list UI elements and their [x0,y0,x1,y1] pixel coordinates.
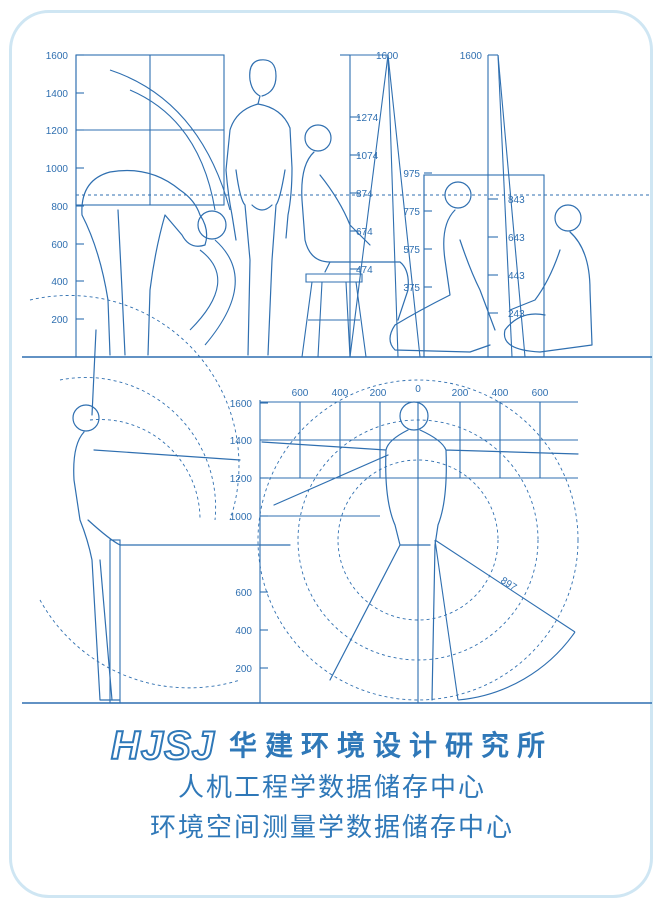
brand-row: HJSJ 华建环境设计研究所 [0,723,664,769]
tick-label: 200 [370,388,387,399]
tick-label: 800 [51,202,68,213]
tick-label: 600 [235,588,252,599]
reach-label: 897 [498,575,518,594]
brand-logo: HJSJ [110,723,216,769]
tick-label: 575 [403,245,420,256]
top-left-ticks: 1600 1400 1200 1000 800 600 400 200 [46,51,84,326]
tick-label: 400 [235,626,252,637]
tick-label: 600 [51,240,68,251]
tick-label: 600 [292,388,309,399]
stool [301,273,367,358]
tick-label: 400 [492,388,509,399]
bending-figure-leg [117,209,126,356]
bottom-left-ticks: 1600 1400 1200 1000 600 400 200 [230,399,268,675]
reach-line-b [434,539,459,701]
org-name: 华建环境设计研究所 [229,729,554,762]
tick-label: 1274 [356,113,379,124]
tick-label: 375 [403,283,420,294]
tick-label: 474 [356,265,373,276]
tick-label: 1200 [46,126,69,137]
reach-arc [204,239,236,346]
tick-label: 975 [403,169,420,180]
tick-label: 1400 [230,436,253,447]
front-figure [261,429,579,701]
footer-brand: HJSJ 华建环境设计研究所 人机工程学数据储存中心 环境空间测量学数据储存中心 [0,723,664,848]
tick-label: 1600 [460,51,483,62]
bottom-grid [260,402,578,703]
reach-arc-897 [457,631,576,701]
tick-label: 0 [415,384,421,395]
mid2-ticks: 975 775 575 375 [403,169,432,294]
kneel-box [423,174,545,358]
front-figure-head [399,401,429,431]
mid-ladder-edge [387,54,421,358]
reach-arc [109,69,231,211]
tick-label: 1000 [230,512,253,523]
tick-label: 1600 [230,399,253,410]
profile-figure [73,329,291,701]
reach-line [434,539,576,633]
kneeling-figure-head [444,181,472,209]
bending-figure [81,169,208,356]
tick-label: 1074 [356,151,379,162]
frame-card [9,10,653,898]
sitting-figure-head [304,124,332,152]
tick-label: 874 [356,189,373,200]
tick-label: 674 [356,227,373,238]
tick-label: 1200 [230,474,253,485]
reach-arc [129,89,216,211]
standing-figure [235,103,293,356]
tick-label: 200 [51,315,68,326]
floor-figure-head [554,204,582,232]
tick-label: 400 [332,388,349,399]
bending-figure-head [197,210,227,240]
bottom-top-ticks: 600 400 200 0 200 400 600 [292,384,549,399]
reach-arc [189,249,219,331]
tick-label: 400 [51,277,68,288]
tick-label: 600 [532,388,549,399]
tick-label: 1600 [376,51,399,62]
kneeling-figure [389,209,496,353]
tick-label: 1000 [46,164,69,175]
tick-label: 1600 [46,51,69,62]
sitting-figure [301,151,409,321]
profile-figure-head [72,404,100,432]
reach-arcs-left [29,295,241,689]
reach-arcs-center [257,379,579,701]
subtitle-2: 环境空间测量学数据储存中心 [149,813,514,843]
tick-label: 443 [508,271,525,282]
mid-ladder-edge [349,54,389,358]
tick-label: 200 [452,388,469,399]
standing-figure-head [225,59,277,241]
tick-label: 1400 [46,89,69,100]
floor-figure [503,231,593,353]
tick-label: 843 [508,195,525,206]
right-ticks: 843 643 443 243 1600 [460,51,525,320]
subtitle-1: 人机工程学数据储存中心 [177,773,486,803]
mid-ladder-edge [387,54,399,358]
tick-label: 200 [235,664,252,675]
right-ladder-edge [497,54,526,358]
tick-label: 243 [508,309,525,320]
tick-label: 643 [508,233,525,244]
profile-leg-guide [109,539,121,704]
right-ladder-edge [497,54,513,358]
tick-label: 775 [403,207,420,218]
mid-ticks: 1600 1274 1074 874 674 474 [340,51,399,276]
